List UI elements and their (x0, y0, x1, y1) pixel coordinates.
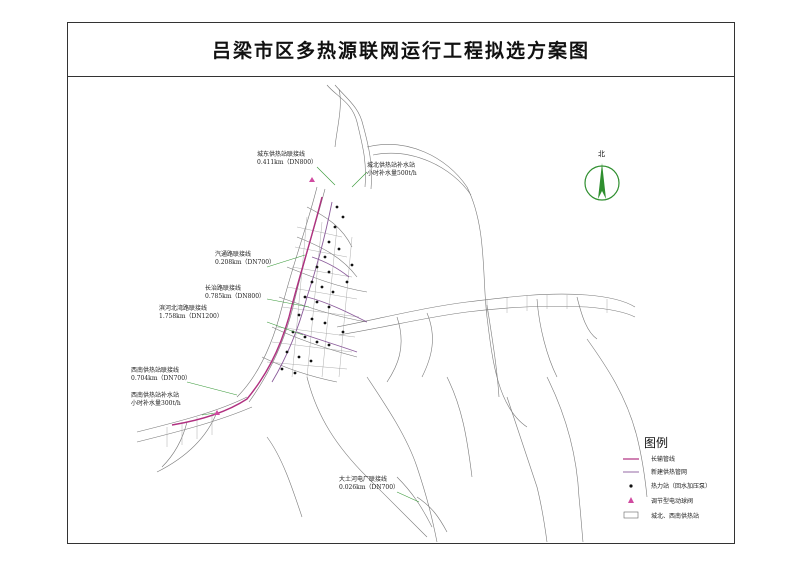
legend-long-pipe-label: 长输管线 (651, 455, 675, 463)
annotation-a3-line1: 汽通路联接线 (215, 250, 251, 258)
legend-station-label: 热力站（回水加压泵） (651, 482, 711, 490)
legend-plant-swatch (623, 511, 639, 519)
annotation-leaders (186, 166, 420, 503)
annotation-a1-line2: 0.411km（DN800） (257, 159, 317, 166)
annotation-a7-line2: 小时补水量300t/h (131, 399, 181, 407)
legend-valve-icon (628, 497, 634, 503)
annotations: 城东供热站联接线 0.411km（DN800） 城北供热站补水站 小时补水量50… (131, 150, 417, 491)
annotation-a4-line2: 0.785km（DN800） (205, 293, 265, 300)
annotation-a6-line1: 西南供热站联接线 (131, 366, 179, 374)
annotation-a5-line2: 1.758km（DN1200） (159, 313, 223, 320)
legend: 图例 长输管线 新建供热管网 热力站（回水加压泵） 调节型电动球阀 城北、西南供… (623, 436, 711, 520)
north-label: 北 (598, 150, 605, 158)
north-arrow: 北 (584, 150, 620, 201)
heating-stations (280, 205, 354, 375)
annotation-a1-line1: 城东供热站联接线 (257, 150, 305, 158)
legend-title: 图例 (644, 436, 668, 450)
legend-station-icon (629, 484, 633, 488)
annotation-a4-line1: 长治路联接线 (205, 284, 241, 292)
map-title: 吕梁市区多热源联网运行工程拟选方案图 (211, 39, 590, 62)
legend-plant-label: 城北、西南供热站 (651, 512, 699, 520)
valves (214, 177, 315, 415)
map-canvas: 北 (131, 84, 711, 543)
map-frame (67, 22, 735, 544)
annotation-a5-line1: 滨河北湾路联接线 (159, 304, 207, 312)
legend-new-pipe-label: 新建供热管网 (651, 468, 687, 476)
annotation-a7-line1: 西南供热站补水站 (131, 391, 179, 399)
annotation-a8-line2: 0.026km（DN700） (339, 484, 399, 491)
annotation-a6-line2: 0.704km（DN700） (131, 375, 191, 382)
road-network (136, 84, 648, 543)
annotation-a3-line2: 0.208km（DN700） (215, 259, 275, 266)
annotation-a8-line1: 大土河电厂联接线 (339, 475, 387, 483)
annotation-a2-line2: 小时补水量500t/h (367, 169, 417, 177)
legend-valve-label: 调节型电动球阀 (651, 497, 693, 505)
annotation-a2-line1: 城北供热站补水站 (367, 161, 415, 169)
title-box: 吕梁市区多热源联网运行工程拟选方案图 (67, 22, 735, 77)
new-heat-network (271, 201, 368, 383)
